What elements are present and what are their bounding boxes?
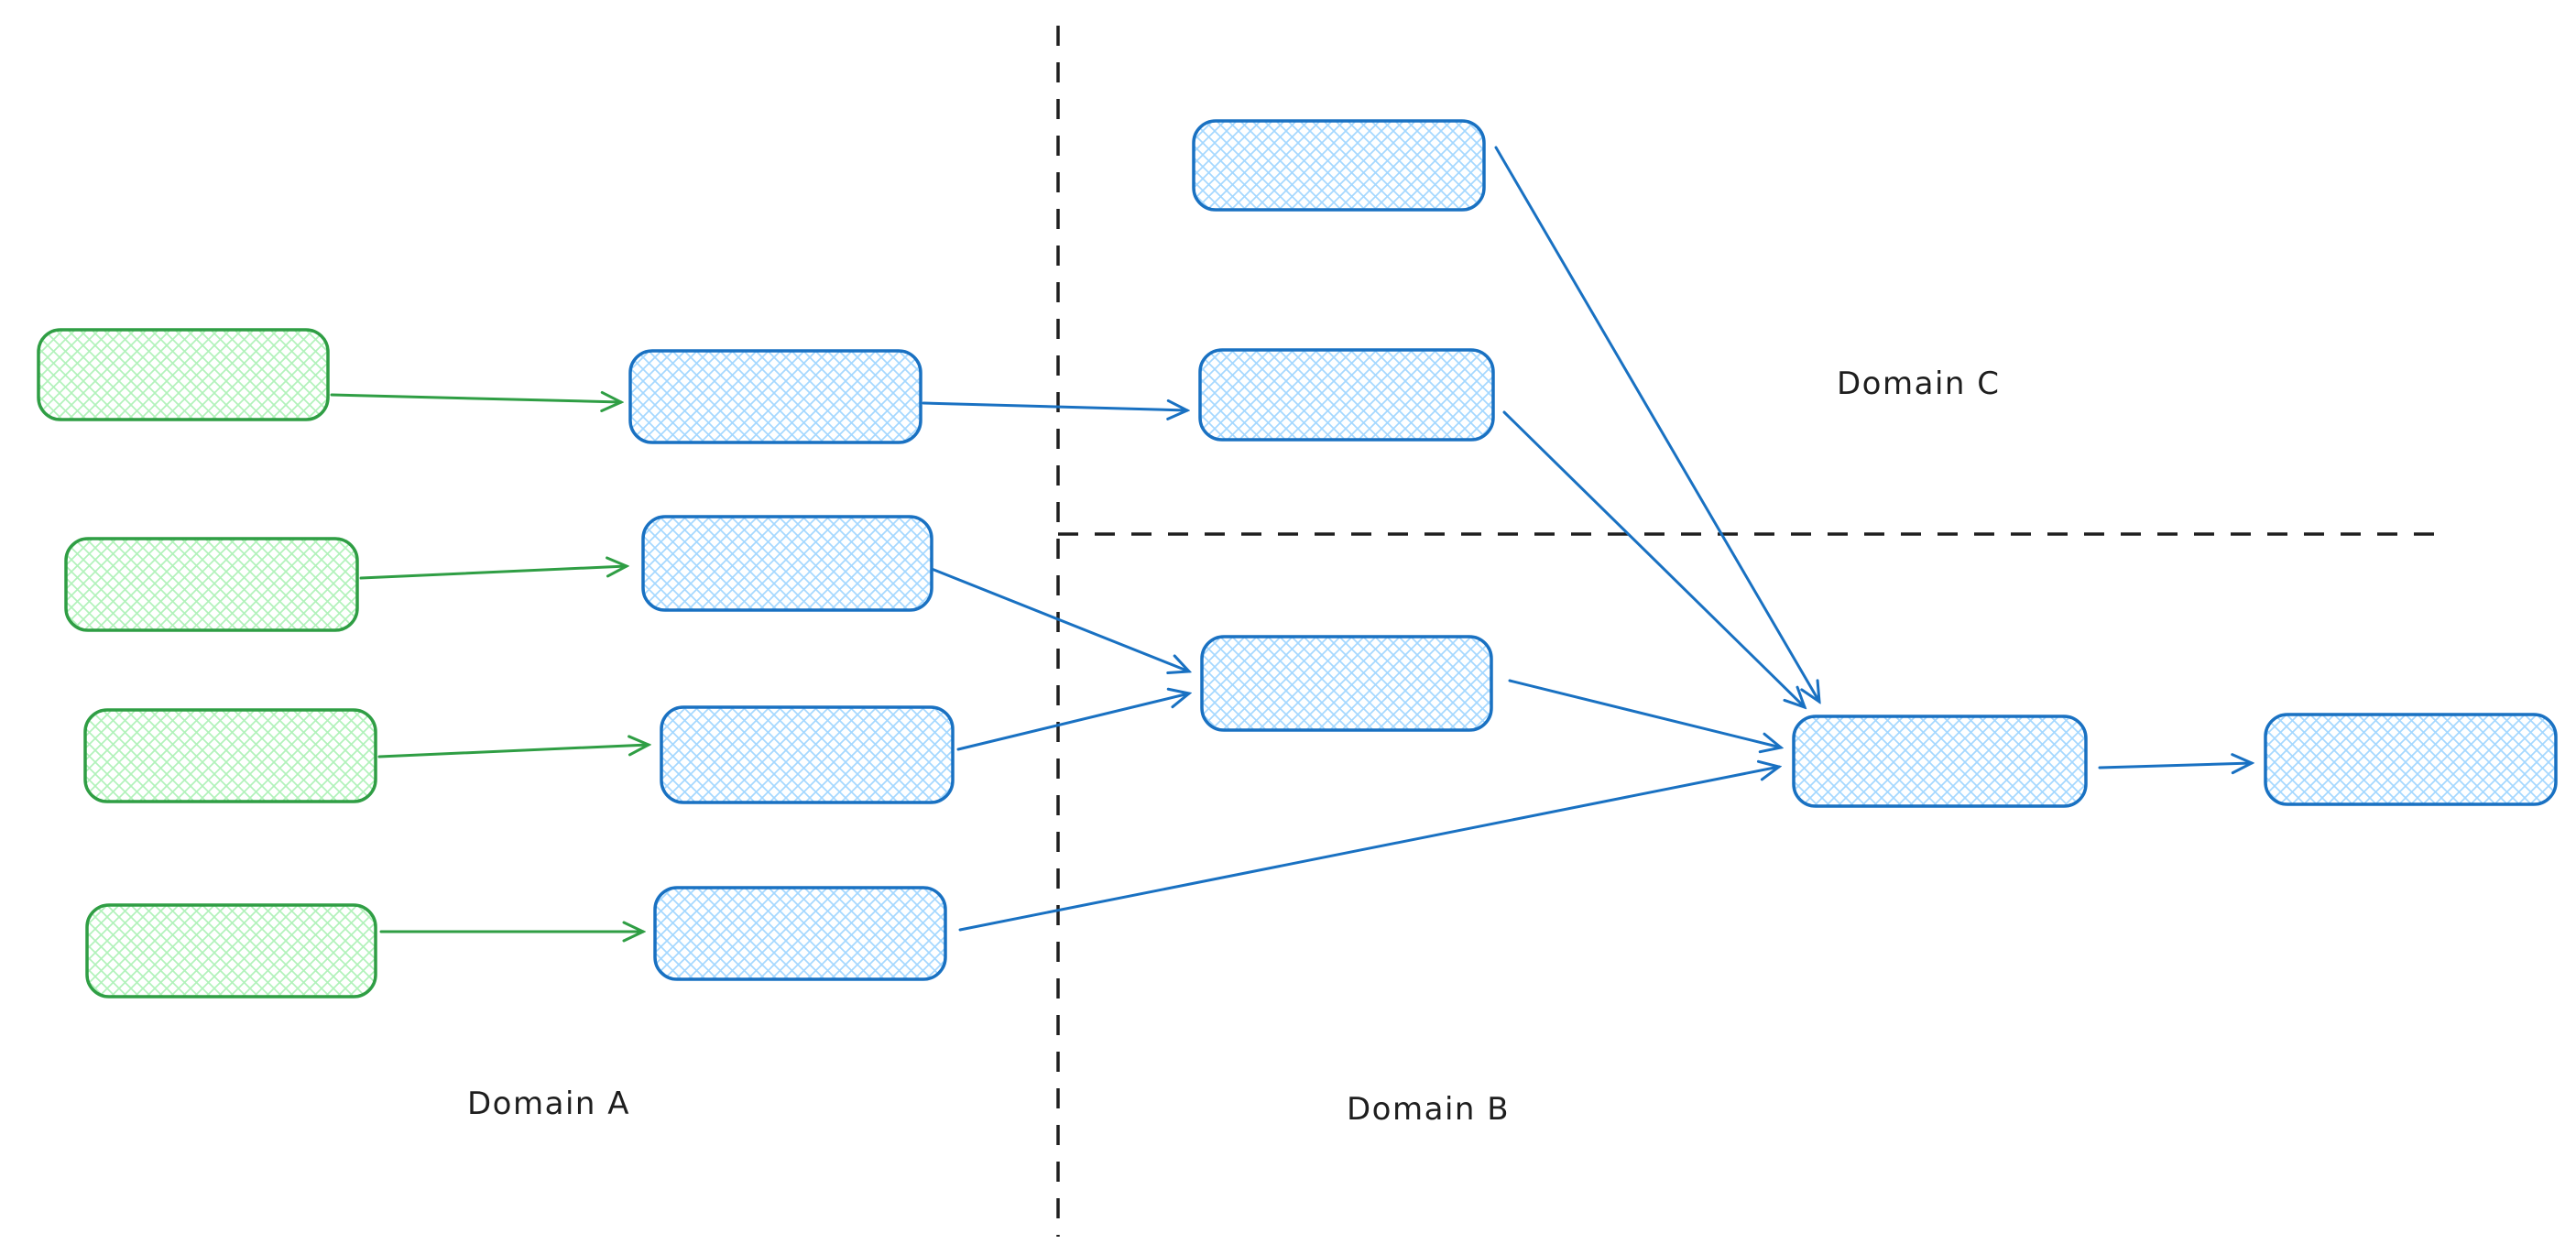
node-blue-a2 — [641, 515, 933, 612]
edge-bluebmid-bluebhub — [1508, 679, 1781, 748]
edge-bluectop-bluebhub — [1494, 146, 1819, 702]
node-blue-b-end — [2264, 713, 2558, 806]
node-green-3 — [83, 708, 377, 803]
domain-b-label: Domain B — [1347, 1091, 1510, 1128]
node-blue-a4 — [653, 886, 947, 981]
domain-c-label: Domain C — [1837, 366, 2000, 402]
edge-green1-bluea1 — [330, 395, 621, 402]
edge-bluea4-bluebhub — [958, 767, 1779, 932]
node-green-2 — [64, 537, 359, 632]
edge-green3-bluea3 — [377, 745, 649, 758]
node-blue-a1 — [628, 349, 922, 444]
node-blue-a3 — [660, 705, 955, 804]
node-green-4 — [85, 903, 377, 999]
edge-bluea2-bluebmid — [930, 567, 1189, 671]
node-blue-b-hub — [1792, 715, 2088, 808]
edge-bluea1-bluecmid — [922, 403, 1187, 410]
edge-bluebhub-bluebend — [2098, 763, 2252, 768]
node-green-1 — [37, 328, 330, 421]
edge-bluecmid-bluebhub — [1502, 410, 1805, 707]
node-blue-c-mid — [1198, 348, 1495, 442]
node-blue-c-top — [1192, 119, 1486, 212]
node-blue-b-mid — [1200, 635, 1493, 732]
domain-a-label: Domain A — [467, 1086, 630, 1122]
edge-green2-bluea2 — [359, 566, 627, 580]
edge-bluea3-bluebmid — [956, 693, 1189, 751]
